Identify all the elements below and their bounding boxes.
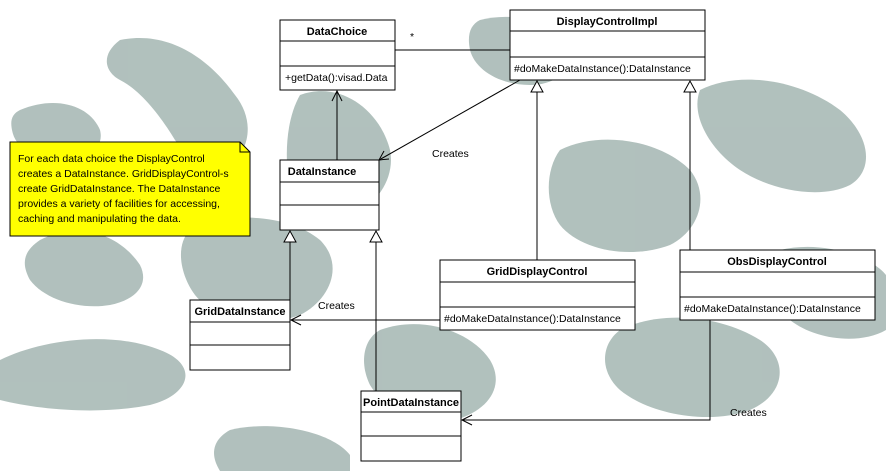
note-line: For each data choice the DisplayControl	[18, 153, 205, 165]
note-line: provides a variety of facilities for acc…	[18, 198, 220, 210]
class-name: GridDisplayControl	[487, 266, 588, 278]
class-name: GridDataInstance	[194, 306, 285, 318]
multiplicity-label: *	[410, 31, 414, 43]
class-name: DataInstance	[288, 166, 356, 178]
creates-label: Creates	[318, 300, 355, 312]
arrowhead-open	[289, 314, 302, 326]
note-line: caching and manipulating the data.	[18, 213, 181, 225]
arrowhead-open	[460, 414, 473, 426]
class-operation: #doMakeDataInstance():DataInstance	[684, 303, 861, 315]
note: For each data choice the DisplayControl …	[9, 141, 251, 237]
class-pointdatainstance[interactable]: PointDataInstance	[360, 390, 462, 462]
note-corner-fold	[239, 142, 250, 153]
class-name: DisplayControlImpl	[557, 16, 658, 28]
generalization-triangle	[369, 229, 383, 243]
generalization-triangle	[683, 79, 697, 93]
arrowhead-open	[331, 89, 343, 102]
class-datachoice[interactable]: DataChoice +getData():visad.Data	[279, 19, 396, 91]
class-obsdisplaycontrol[interactable]: ObsDisplayControl #doMakeDataInstance():…	[679, 249, 876, 321]
class-displaycontrolimpl[interactable]: DisplayControlImpl #doMakeDataInstance()…	[509, 9, 706, 81]
class-operation: #doMakeDataInstance():DataInstance	[514, 63, 691, 75]
class-operation: #doMakeDataInstance():DataInstance	[444, 313, 621, 325]
note-box	[9, 141, 251, 237]
generalization-triangle	[530, 79, 544, 93]
note-line: creates a DataInstance. GridDisplayContr…	[18, 168, 229, 180]
edge-impl-creates-datainstance	[378, 79, 521, 161]
creates-label: Creates	[730, 407, 767, 419]
generalization-triangle	[283, 229, 297, 243]
class-datainstance[interactable]: DataInstance	[279, 159, 380, 231]
class-griddisplaycontrol[interactable]: GridDisplayControl #doMakeDataInstance()…	[439, 259, 636, 331]
note-line: create GridDataInstance. The DataInstanc…	[18, 183, 220, 195]
class-name: ObsDisplayControl	[727, 256, 827, 268]
creates-label: Creates	[432, 148, 469, 160]
class-griddatainstance[interactable]: GridDataInstance	[189, 299, 291, 371]
edge-obs-creates-pointdata	[462, 320, 711, 421]
class-name: PointDataInstance	[363, 397, 459, 409]
class-operation: +getData():visad.Data	[285, 72, 388, 84]
class-name: DataChoice	[307, 26, 368, 38]
